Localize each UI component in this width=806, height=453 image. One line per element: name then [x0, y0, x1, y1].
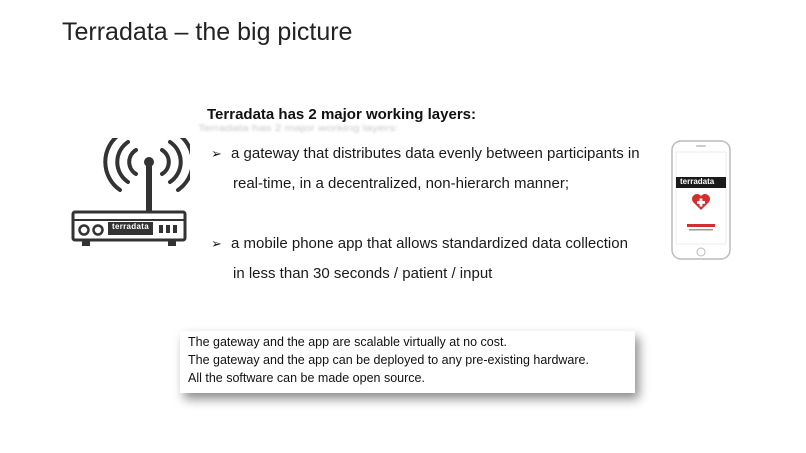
bullet-item: ➢ a gateway that distributes data evenly … — [211, 139, 640, 199]
bullet-text-line2: real-time, in a decentralized, non-hiera… — [233, 175, 569, 192]
bullet-text-line2: in less than 30 seconds / patient / inpu… — [233, 265, 493, 282]
slide-title: Terradata – the big picture — [62, 18, 353, 46]
note-line: The gateway and the app are scalable vir… — [188, 335, 507, 349]
bullet-text-line1: a gateway that distributes data evenly b… — [231, 145, 640, 162]
heading-reflection: Terradata has 2 major working layers: — [198, 122, 399, 134]
wifi-router-icon — [70, 132, 195, 258]
heart-cross-icon — [691, 193, 711, 216]
router-label: terradata — [112, 222, 149, 231]
bullet-text-line1: a mobile phone app that allows standardi… — [231, 235, 628, 252]
phone-brand-label: terradata — [680, 177, 715, 186]
arrow-bullet-icon: ➢ — [211, 146, 222, 161]
notes-text: The gateway and the app are scalable vir… — [188, 333, 589, 387]
section-heading: Terradata has 2 major working layers: — [207, 106, 476, 123]
note-line: The gateway and the app can be deployed … — [188, 353, 589, 367]
note-line: All the software can be made open source… — [188, 371, 425, 385]
arrow-bullet-icon: ➢ — [211, 236, 222, 251]
bullet-item: ➢ a mobile phone app that allows standard… — [211, 229, 628, 289]
notes-box — [180, 331, 635, 393]
